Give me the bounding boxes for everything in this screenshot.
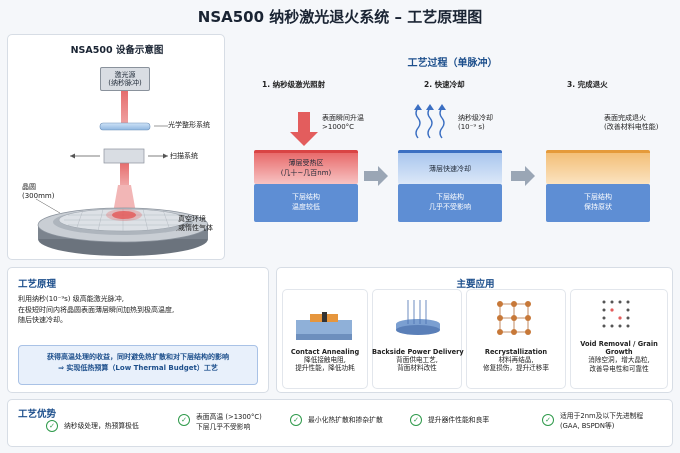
step-2-cooling-layer: 薄层快速冷却 xyxy=(398,150,502,184)
app-4-text: Void Removal / Grain Growth 消除空洞，增大晶粒, 改… xyxy=(570,340,668,373)
advantage-5-line1: 适用于2nm及以下先进制程 xyxy=(560,412,644,420)
laser-source-box: 激光源 (纳秒脉冲) xyxy=(100,67,150,91)
app-3-desc2: 修复损伤，提升迁移率 xyxy=(483,364,549,373)
app-2-desc1: 背面供电工艺, xyxy=(396,356,438,365)
environment-line1: 真空环境 xyxy=(178,215,206,223)
step-2-label: 2. 快速冷却 xyxy=(424,80,465,89)
step-1-substrate: 下层结构 温度较低 xyxy=(254,184,358,222)
page-title: NSA500 纳秒激光退火系统 – 工艺原理图 xyxy=(197,8,483,26)
check-icon: ✓ xyxy=(290,414,302,426)
environment-label: 真空环境 或惰性气体 xyxy=(178,215,213,233)
app-3-desc1: 材料再结晶, xyxy=(498,356,534,365)
step-2-substrate-line1: 下层结构 xyxy=(436,193,464,202)
check-icon: ✓ xyxy=(542,414,554,426)
advantage-2-line2: 下层几乎不受影响 xyxy=(196,423,251,432)
check-icon: ✓ xyxy=(46,420,58,432)
advantage-1: 纳秒级处理，热预算极低 xyxy=(64,422,139,430)
step-3-note: 表面完成退火 (改善材料电性能) xyxy=(604,114,658,132)
process-title: 工艺过程（单脉冲） xyxy=(407,58,498,69)
app-card-void-removal xyxy=(570,289,668,389)
app-3-name: Recrystallization xyxy=(484,348,548,356)
step-1-heated-layer: 薄层受热区 (几十~几百nm) xyxy=(254,150,358,184)
advantage-2-line1: 表面高温 (>1300°C) xyxy=(196,413,262,421)
step-1-note-line1: 表面瞬间升温 xyxy=(322,114,364,122)
app-2-text: Backside Power Delivery 背面供电工艺, 背面材料改性 xyxy=(372,348,464,373)
principle-text: 利用纳秒(10⁻⁹s) 级高能激光脉冲, 在极短时间内将晶圆表面薄层瞬间加热到极… xyxy=(18,294,174,326)
app-card-backside-power xyxy=(372,289,462,389)
step-3-note-line1: 表面完成退火 xyxy=(604,114,646,122)
check-icon: ✓ xyxy=(178,414,190,426)
step-1-substrate-line1: 下层结构 xyxy=(292,193,320,202)
app-1-desc1: 降低接触电阻, xyxy=(304,356,346,365)
check-icon: ✓ xyxy=(410,414,422,426)
step-3-note-line2: (改善材料电性能) xyxy=(604,122,659,131)
app-2-desc2: 背面材料改性 xyxy=(397,364,437,373)
step-1-substrate-line2: 温度较低 xyxy=(292,203,320,211)
environment-line2: 或惰性气体 xyxy=(178,223,213,232)
advantage-5: 适用于2nm及以下先进制程 (GAA, BSPDN等) xyxy=(560,411,643,431)
app-card-recrystallization xyxy=(466,289,566,389)
advantages-panel: 工艺优势 xyxy=(7,399,673,447)
device-illustration xyxy=(35,91,209,256)
step-2-substrate-line2: 几乎不受影响 xyxy=(429,203,471,211)
step-1-label: 1. 纳秒级激光照射 xyxy=(262,80,326,89)
app-4-desc2: 改善导电性和可靠性 xyxy=(589,364,649,373)
advantage-3: 最小化热扩散和掺杂扩散 xyxy=(308,416,383,424)
principle-highlight-line2: ⇒ 实现低热预算（Low Thermal Budget）工艺 xyxy=(58,364,218,373)
wafer-label: 晶圆 (300mm) xyxy=(22,183,54,201)
app-1-text: Contact Annealing 降低接触电阻, 提升性能，降低功耗 xyxy=(282,348,368,373)
scan-system-label: 扫描系统 xyxy=(170,152,198,160)
step-1-heated-line2: (几十~几百nm) xyxy=(280,168,332,177)
principle-line2: 在极短时间内将晶圆表面薄层瞬间加热到极高温度, xyxy=(18,305,175,314)
step-3-substrate-line1: 下层结构 xyxy=(584,193,612,202)
device-panel: NSA500 设备示意图 xyxy=(7,34,225,260)
applications-title: 主要应用 xyxy=(456,279,495,290)
app-4-name: Void Removal / Grain Growth xyxy=(580,340,658,357)
principle-panel: 工艺原理 利用纳秒(10⁻⁹s) 级高能激光脉冲, 在极短时间内将晶圆表面薄层瞬… xyxy=(7,267,269,393)
wafer-size: (300mm) xyxy=(22,191,55,200)
beam-shaping-label: 光学整形系统 xyxy=(168,121,210,129)
device-title: NSA500 设备示意图 xyxy=(70,45,164,56)
wafer-name: 晶圆 xyxy=(22,183,36,191)
principle-highlight-line1: 获得高温处理的收益，同时避免热扩散和对下层结构的影响 xyxy=(47,353,229,361)
advantage-5-line2: (GAA, BSPDN等) xyxy=(560,422,615,431)
step-3-substrate: 下层结构 保持原状 xyxy=(546,184,650,222)
step-1-note-line2: >1000°C xyxy=(322,122,355,131)
step-1-note: 表面瞬间升温 >1000°C xyxy=(322,114,364,132)
app-card-contact-annealing xyxy=(282,289,368,389)
app-3-text: Recrystallization 材料再结晶, 修复损伤，提升迁移率 xyxy=(466,348,566,373)
principle-line3: 随后快速冷却。 xyxy=(18,316,67,324)
step-3-annealed-layer xyxy=(546,150,650,184)
step-3-label: 3. 完成退火 xyxy=(567,80,608,89)
step-1-heated-line1: 薄层受热区 xyxy=(288,159,324,168)
app-1-desc2: 提升性能，降低功耗 xyxy=(295,364,355,373)
principle-highlight: 获得高温处理的收益，同时避免热扩散和对下层结构的影响 ⇒ 实现低热预算（Low … xyxy=(18,345,258,385)
advantage-4: 提升器件性能和良率 xyxy=(428,416,490,424)
principle-line1: 利用纳秒(10⁻⁹s) 级高能激光脉冲, xyxy=(18,295,124,303)
advantage-2: 表面高温 (>1300°C) 下层几乎不受影响 xyxy=(196,412,262,432)
app-1-name: Contact Annealing xyxy=(290,348,360,356)
step-2-note-line2: (10⁻⁹ s) xyxy=(458,122,485,131)
advantages-title: 工艺优势 xyxy=(18,409,57,420)
step-2-note-line1: 纳秒级冷却 xyxy=(458,114,493,122)
app-2-name: Backside Power Delivery xyxy=(372,348,464,356)
step-2-cooling-line1: 薄层快速冷却 xyxy=(429,164,471,173)
step-2-substrate: 下层结构 几乎不受影响 xyxy=(398,184,502,222)
app-4-desc1: 消除空洞，增大晶粒, xyxy=(588,356,650,365)
laser-source-label: 激光源 xyxy=(114,70,136,79)
step-3-substrate-line2: 保持原状 xyxy=(584,203,612,211)
laser-source-sub: (纳秒脉冲) xyxy=(108,79,142,87)
step-2-note: 纳秒级冷却 (10⁻⁹ s) xyxy=(458,114,493,132)
principle-title: 工艺原理 xyxy=(18,279,57,290)
